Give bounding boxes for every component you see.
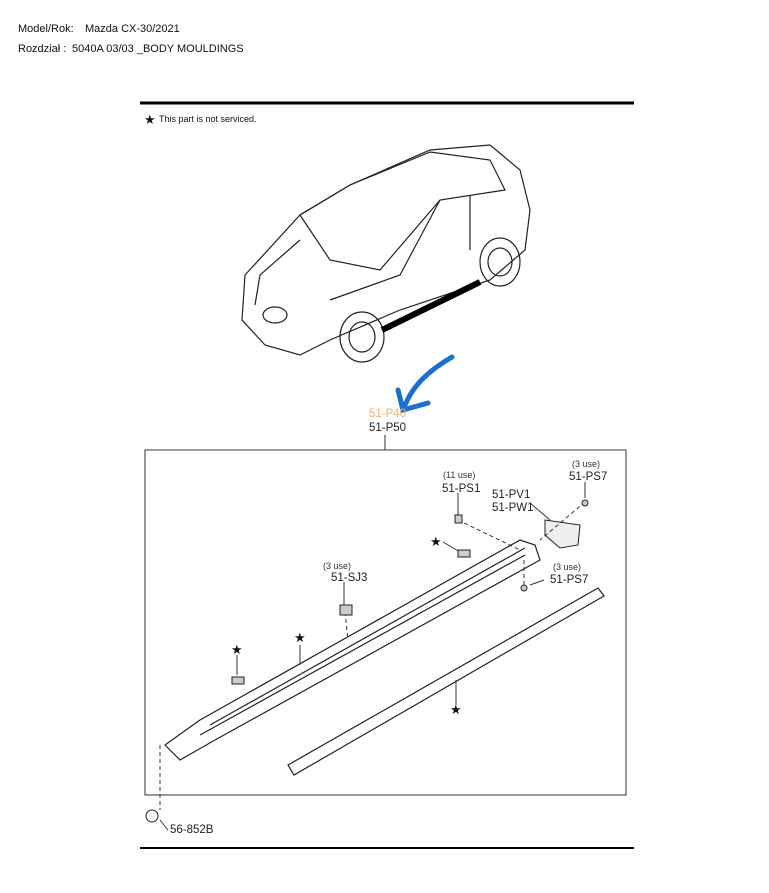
end-cap-part bbox=[544, 519, 581, 549]
screw-ps7-lower bbox=[520, 584, 528, 592]
legend-text: This part is not serviced. bbox=[159, 114, 257, 124]
star-icon: ★ bbox=[294, 630, 306, 645]
dashed-leader-lines bbox=[159, 501, 586, 810]
section-value: 5040A 03/03 _BODY MOULDINGS bbox=[72, 43, 244, 55]
screw-ps7 bbox=[581, 499, 589, 507]
pad-part bbox=[457, 549, 471, 558]
part-label-51-p40: 51-P40 bbox=[369, 408, 407, 420]
garnish-strip bbox=[287, 587, 605, 776]
side-sill-moulding bbox=[164, 539, 541, 761]
part-label-56-852b: 56-852B bbox=[170, 824, 214, 836]
star-icon: ★ bbox=[231, 642, 243, 657]
use-count: (3 use) bbox=[553, 562, 582, 572]
use-count: (3 use) bbox=[572, 459, 601, 469]
fastener-56-852b bbox=[145, 809, 159, 823]
part-label-51-pw1: 51-PW1 bbox=[492, 502, 534, 514]
part-label-51-p50: 51-P50 bbox=[369, 422, 407, 434]
model-value: Mazda CX-30/2021 bbox=[85, 23, 180, 35]
part-label-51-ps7: 51-PS7 bbox=[569, 471, 608, 483]
clip-sj3 bbox=[339, 604, 353, 616]
highlighted-side-sill bbox=[380, 279, 482, 333]
part-label-51-ps1: 51-PS1 bbox=[442, 483, 481, 495]
annotation-arrow-icon bbox=[395, 354, 455, 414]
parts-box bbox=[144, 449, 627, 796]
section-label: Rozdział : bbox=[18, 43, 67, 55]
star-icon: ★ bbox=[450, 702, 462, 717]
star-icon: ★ bbox=[430, 534, 442, 549]
pad-part-2 bbox=[231, 676, 245, 685]
clip-ps1 bbox=[454, 514, 463, 524]
car-illustration bbox=[241, 144, 531, 363]
part-label-51-pv1: 51-PV1 bbox=[492, 489, 531, 501]
part-label-51-ps7-lower: 51-PS7 bbox=[550, 574, 589, 586]
star-icon: ★ bbox=[144, 112, 156, 127]
solid-leader-lines bbox=[159, 482, 586, 831]
use-count: (3 use) bbox=[323, 561, 352, 571]
part-label-51-sj3: 51-SJ3 bbox=[331, 572, 368, 584]
model-label: Model/Rok: bbox=[18, 23, 74, 35]
use-count: (11 use) bbox=[443, 470, 476, 480]
